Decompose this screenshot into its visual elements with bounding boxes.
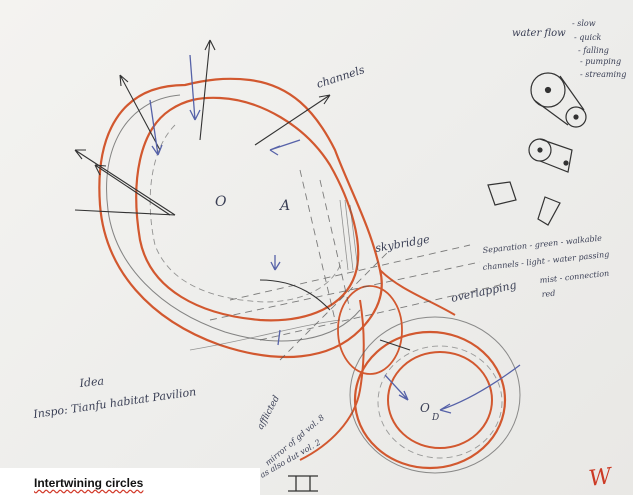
- label-inspo: Inspo: Tianfu habitat Pavilion: [32, 385, 197, 421]
- red-channel-2: [380, 270, 455, 315]
- water-flow-item: - falling: [578, 46, 609, 55]
- note-line: red: [541, 289, 556, 299]
- section-symbol: [288, 476, 318, 491]
- pencil-hatching: [190, 200, 358, 350]
- water-flow-item: - slow: [572, 19, 596, 28]
- note-line: mist - connection: [539, 269, 609, 285]
- signature: W: [587, 464, 615, 492]
- side-note: afflicted: [256, 394, 282, 431]
- label-skybridge: skybridge: [374, 233, 431, 255]
- label-water-flow: water flow: [512, 28, 566, 39]
- water-flow-item: - quick: [574, 33, 602, 42]
- small-pencil-inner: [378, 346, 502, 458]
- note-line: channels - light - water passing: [482, 250, 609, 272]
- small-red-inner: [388, 352, 492, 448]
- label-overlapping: overlapping: [450, 278, 518, 305]
- water-flow-item: - pumping: [580, 57, 621, 66]
- caption-text: Intertwining circles: [34, 476, 143, 490]
- label-circle-d: D: [431, 413, 439, 423]
- label-circle-a: A: [278, 198, 290, 214]
- water-flow-item: - streaming: [580, 70, 626, 79]
- blue-arrows: [150, 55, 520, 413]
- pulley-diagram: [488, 73, 586, 225]
- caption-bar: Intertwining circles: [0, 468, 260, 495]
- label-circle-a-mark: O: [215, 194, 227, 210]
- small-pencil-outer: [350, 317, 520, 473]
- label-circle-d-mark: O: [420, 401, 430, 415]
- red-channel: [300, 300, 364, 460]
- pencil-outer-loop: [107, 95, 360, 341]
- label-channels: channels: [315, 63, 367, 91]
- label-idea: Idea: [78, 374, 105, 390]
- pencil-inner-loop: [150, 125, 342, 302]
